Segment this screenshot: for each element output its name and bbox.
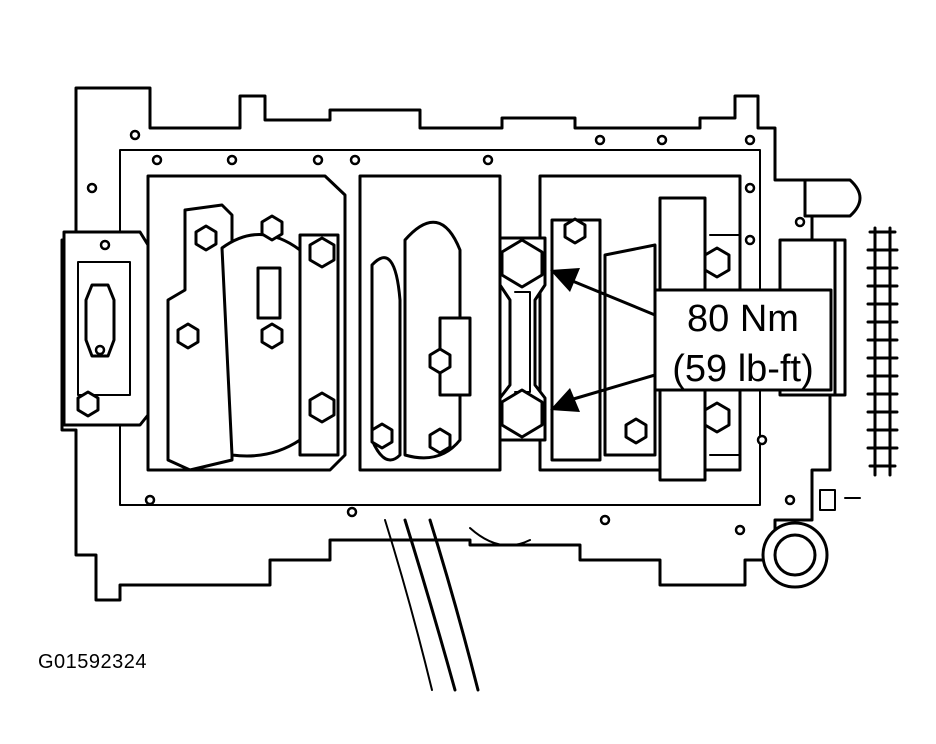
pickup-ring xyxy=(469,527,531,547)
pickup-tube-2 xyxy=(428,518,480,692)
callout-box xyxy=(653,288,833,392)
right-bearing-cap xyxy=(550,218,602,462)
gear-spine xyxy=(873,226,892,477)
gear-teeth xyxy=(866,230,899,468)
left-plate-inner xyxy=(77,261,131,396)
arrow-head-top xyxy=(550,268,580,292)
left-plate-slot xyxy=(84,283,116,358)
torque-value-lbft: (59 lb-ft) xyxy=(672,348,814,390)
arrow-head-bottom xyxy=(550,388,580,412)
connecting-rod xyxy=(498,236,547,442)
bay-left xyxy=(146,174,347,472)
pickup-tube-3 xyxy=(384,519,433,691)
counterweight-1 xyxy=(166,203,234,472)
counterweight-4 xyxy=(370,256,402,462)
torque-value-nm: 80 Nm xyxy=(687,298,799,340)
arrow-line-bottom xyxy=(568,373,657,402)
side-bolt xyxy=(819,489,861,511)
pickup-tube-1 xyxy=(403,518,457,692)
journal-left xyxy=(256,266,282,320)
bay-right xyxy=(538,174,742,472)
hex-nuts xyxy=(76,214,731,455)
bolt-holes xyxy=(86,129,806,536)
oil-plug-inner xyxy=(773,533,817,577)
arrow-line-top xyxy=(568,278,657,317)
bay-center xyxy=(358,174,502,472)
right-pipe xyxy=(803,178,862,218)
counterweight-3 xyxy=(298,233,340,457)
figure-id-label: G01592324 xyxy=(38,651,148,673)
